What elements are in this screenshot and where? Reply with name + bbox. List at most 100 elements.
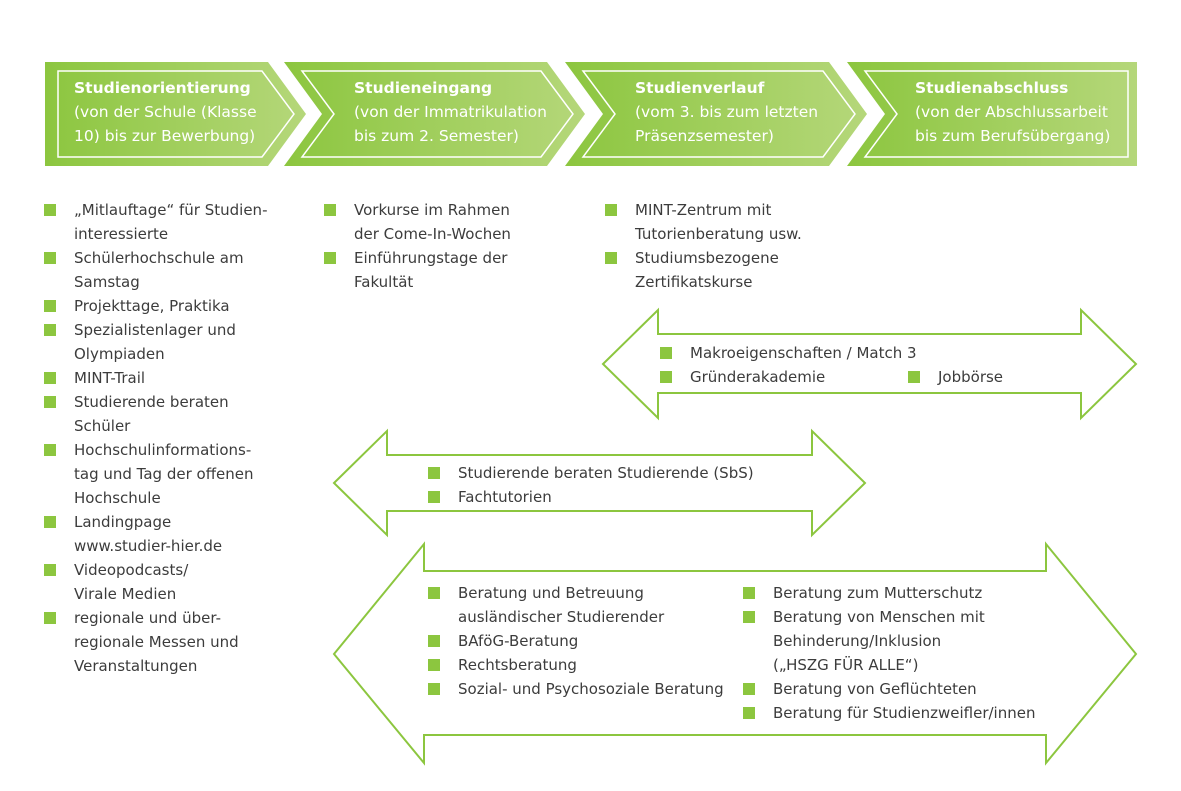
phase-studienabschluss: Studienabschluss (von der Abschlussarbei… bbox=[915, 76, 1110, 148]
list-item-text: Beratung zum Mutterschutz bbox=[773, 584, 983, 602]
list-item-text: MINT-Trail bbox=[74, 369, 146, 387]
list-item: Rechtsberatung bbox=[428, 653, 724, 677]
list-item-text: Landingpage bbox=[74, 513, 172, 531]
list-item-text: („HSZG FÜR ALLE“) bbox=[773, 656, 919, 674]
list-item-text: Olympiaden bbox=[74, 345, 165, 363]
list-item: „Mitlauftage“ für Studien-interessierte bbox=[44, 198, 267, 246]
list-item-text: Veranstaltungen bbox=[74, 657, 198, 675]
phase-studienverlauf: Studienverlauf (vom 3. bis zum letzten P… bbox=[635, 76, 818, 148]
list-item-text: Rechtsberatung bbox=[458, 656, 577, 674]
list-item-text: Studiumsbezogene bbox=[635, 249, 779, 267]
list-arrow-top-right: Jobbörse bbox=[908, 365, 1003, 389]
list-item-text: ausländischer Studierender bbox=[458, 608, 665, 626]
list-item: Vorkurse im Rahmen der Come-In-Wochen bbox=[324, 198, 511, 246]
list-item-text: Makroeigenschaften / Match 3 bbox=[690, 344, 917, 362]
list-item: Schülerhochschule am Samstag bbox=[44, 246, 267, 294]
list-item-text: Vorkurse im Rahmen bbox=[354, 201, 510, 219]
list-item-text: Fachtutorien bbox=[458, 488, 552, 506]
list-item-text: „Mitlauftage“ für Studien- bbox=[74, 201, 268, 219]
phase-studieneingang: Studieneingang (von der Immatrikulation … bbox=[354, 76, 547, 148]
list-item-text: Zertifikatskurse bbox=[635, 273, 753, 291]
list-item: Fachtutorien bbox=[428, 485, 754, 509]
list-item: Studierende beraten Studierende (SbS) bbox=[428, 461, 754, 485]
list-item: Videopodcasts/Virale Medien bbox=[44, 558, 267, 606]
double-arrow-middle bbox=[332, 428, 867, 538]
phase-subtitle-line: (vom 3. bis zum letzten bbox=[635, 103, 819, 121]
phase-subtitle-line: (von der Immatrikulation bbox=[354, 103, 547, 121]
list-item-text: Schüler bbox=[74, 417, 131, 435]
list-item: BAföG-Beratung bbox=[428, 629, 724, 653]
phase-subtitle-line: bis zum Berufsübergang) bbox=[915, 127, 1111, 145]
list-item: Projekttage, Praktika bbox=[44, 294, 267, 318]
list-item: MINT-Trail bbox=[44, 366, 267, 390]
list-arrow-bottom-left: Beratung und Betreuung ausländischer Stud… bbox=[428, 581, 724, 701]
list-item-text: Beratung von Menschen mit bbox=[773, 608, 985, 626]
list-item-text: Hochschule bbox=[74, 489, 161, 507]
list-item-text: regionale und über- bbox=[74, 609, 221, 627]
list-item: Makroeigenschaften / Match 3 bbox=[660, 341, 917, 365]
list-item-text: regionale Messen und bbox=[74, 633, 239, 651]
list-item-text: der Come-In-Wochen bbox=[354, 225, 511, 243]
list-item-text: Beratung und Betreuung bbox=[458, 584, 644, 602]
phase-chevron-4 bbox=[847, 62, 1137, 166]
list-item-text: Behinderung/Inklusion bbox=[773, 632, 942, 650]
phase-chevron-2 bbox=[284, 62, 585, 166]
phase-subtitle-line: Präsenzsemester) bbox=[635, 127, 774, 145]
list-item-text: Virale Medien bbox=[74, 585, 177, 603]
list-item-text: www.studier-hier.de bbox=[74, 537, 223, 555]
phase-title: Studieneingang bbox=[354, 79, 493, 97]
list-item: Jobbörse bbox=[908, 365, 1003, 389]
list-item-text: interessierte bbox=[74, 225, 169, 243]
list-item-text: Fakultät bbox=[354, 273, 414, 291]
phase-studienorientierung: Studienorientierung (von der Schule (Kla… bbox=[74, 76, 257, 148]
list-item-text: Studierende beraten Studierende (SbS) bbox=[458, 464, 754, 482]
list-item-text: MINT-Zentrum mit bbox=[635, 201, 772, 219]
list-item-text: Beratung von Geflüchteten bbox=[773, 680, 977, 698]
list-item-text: Projekttage, Praktika bbox=[74, 297, 230, 315]
list-item: Hochschulinformations-tag und Tag der of… bbox=[44, 438, 267, 510]
list-item: Gründerakademie bbox=[660, 365, 917, 389]
list-arrow-middle: Studierende beraten Studierende (SbS) Fac… bbox=[428, 461, 754, 509]
phase-chevron-3 bbox=[565, 62, 867, 166]
list-item-text: Tutorienberatung usw. bbox=[635, 225, 802, 243]
list-item-text: Videopodcasts/ bbox=[74, 561, 189, 579]
list-item: Beratung und Betreuung ausländischer Stud… bbox=[428, 581, 724, 629]
phase-chevron-1 bbox=[45, 62, 306, 166]
phase-subtitle-line: (von der Schule (Klasse bbox=[74, 103, 257, 121]
list-item-text: Hochschulinformations- bbox=[74, 441, 252, 459]
phase-title: Studienverlauf bbox=[635, 79, 765, 97]
list-item: Beratung zum Mutterschutz bbox=[743, 581, 1035, 605]
list-item: Beratung für Studienzweifler/innen bbox=[743, 701, 1035, 725]
list-item-text: BAföG-Beratung bbox=[458, 632, 579, 650]
double-arrow-top bbox=[601, 307, 1138, 421]
phase-title: Studienabschluss bbox=[915, 79, 1069, 97]
list-item-text: Jobbörse bbox=[938, 368, 1004, 386]
list-item-text: Schülerhochschule am bbox=[74, 249, 244, 267]
list-item-text: Studierende beraten bbox=[74, 393, 229, 411]
list-arrow-top: Makroeigenschaften / Match 3 Gründerakade… bbox=[660, 341, 917, 389]
phase-subtitle-line: (von der Abschlussarbeit bbox=[915, 103, 1108, 121]
list-item-text: tag und Tag der offenen bbox=[74, 465, 254, 483]
list-item-text: Einführungstage der bbox=[354, 249, 508, 267]
list-item-text: Beratung für Studienzweifler/innen bbox=[773, 704, 1036, 722]
phase-title: Studienorientierung bbox=[74, 79, 251, 97]
list-item-text: Samstag bbox=[74, 273, 140, 291]
list-item: Landingpage www.studier-hier.de bbox=[44, 510, 267, 558]
phase-subtitle-line: bis zum 2. Semester) bbox=[354, 127, 519, 145]
list-item-text: Spezialistenlager und bbox=[74, 321, 236, 339]
list-item: Beratung von Geflüchteten bbox=[743, 677, 1035, 701]
list-item: Sozial- und Psychosoziale Beratung bbox=[428, 677, 724, 701]
